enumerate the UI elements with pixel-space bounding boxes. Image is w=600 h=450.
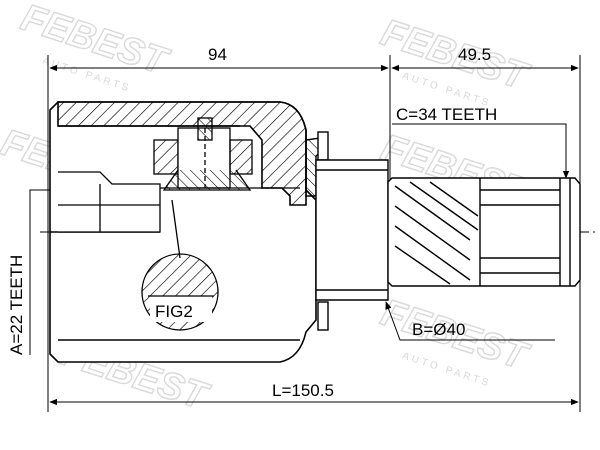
- fig2-label: FIG2: [155, 302, 193, 321]
- seal-diameter-label: B=Ø40: [412, 320, 465, 339]
- inner-teeth-label: A=22 TEETH: [7, 255, 26, 355]
- inner-spline-bore: [58, 171, 161, 233]
- dimension-lines: [29, 55, 581, 412]
- stub-shaft: [387, 177, 581, 287]
- length-94-label: 94: [208, 45, 227, 64]
- watermark-logo: FEBEST: [376, 12, 534, 99]
- total-length-label: L=150.5: [272, 381, 334, 400]
- length-49-5-label: 49.5: [458, 45, 491, 64]
- fig2-detail-callout: [141, 199, 219, 331]
- outer-teeth-label: C=34 TEETH: [396, 105, 497, 124]
- boot-flange: [305, 131, 389, 331]
- tripod-spider: [153, 117, 300, 191]
